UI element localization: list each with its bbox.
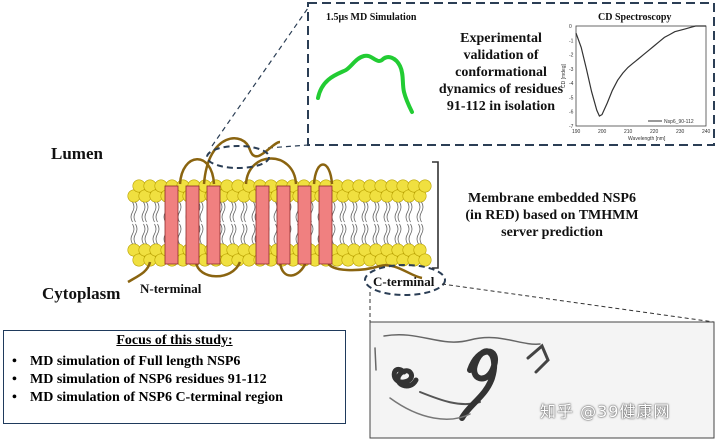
transmembrane-helix [255,185,270,265]
n-terminal-label: N-terminal [140,281,202,296]
cytoplasm-label: Cytoplasm [42,284,121,303]
lipid-head-upper [418,179,432,193]
membrane-description: Membrane embedded NSP6 (in RED) based on… [465,191,639,240]
lipid-tail [339,223,347,245]
lipid-tail [394,201,402,223]
cd-y-tick: 0 [569,24,572,30]
cd-series-line [575,25,706,117]
transmembrane-helix [206,185,221,265]
lipid-head-lower [418,253,432,267]
transmembrane-helix [185,185,200,265]
lipid-tail [350,223,358,245]
focus-item: MD simulation of Full length NSP6 [12,353,283,371]
lipid-tail [372,201,380,223]
watermark: 知乎 @39健康网 [540,402,671,421]
lipid-tail [383,223,391,245]
lumen-loop [178,137,334,185]
cd-y-tick: -5 [569,95,574,101]
transmembrane-helix [318,185,333,265]
cd-y-tick: -7 [569,124,574,130]
lipid-tail [141,201,149,223]
cd-x-tick: 200 [598,129,607,135]
transmembrane-helix [297,185,312,265]
lipid-tail [383,201,391,223]
cd-y-tick: -4 [569,81,574,87]
cd-x-tick: 220 [650,129,659,135]
cd-ylabel: CD [mdeg] [561,63,567,88]
cd-plot: 190 200 210 220 230 240 0 -1 -2 -3 -4 -5 -6 -7 Nsp6_9… [561,24,711,142]
cd-xlabel: Wavelength [nm] [628,136,666,142]
focus-list: MD simulation of Full length NSP6 MD sim… [12,353,283,407]
lumen-region-ellipse [206,145,270,169]
membrane-bracket [432,161,439,269]
cd-y-tick: -3 [569,67,574,73]
cd-plot-frame [575,25,707,127]
cd-spectroscopy-title: CD Spectroscopy [598,12,672,23]
transmembrane-helices [164,185,333,265]
lipid-tail [416,223,424,245]
experimental-validation-text: Experimental validation of conformationa… [438,31,564,114]
lumen-label: Lumen [51,144,103,163]
top-connector-left [211,7,309,147]
cd-y-tick: -2 [569,53,574,59]
lipid-tail [240,223,248,245]
md-peptide-structure [316,53,414,114]
focus-title: Focus of this study: [116,333,233,348]
lipid-tail [130,223,138,245]
lipid-tail [405,201,413,223]
focus-box: Focus of this study: MD simulation of Fu… [3,330,346,424]
cterminal-structure [374,334,550,421]
cd-y-tick: -1 [569,38,574,44]
lipid-tail [350,201,358,223]
lipid-tail [361,201,369,223]
cd-x-tick: 190 [572,129,581,135]
lipid-tail [141,223,149,245]
lipid-tail [405,223,413,245]
cterminal-region-ellipse [364,264,446,296]
lipid-tail [229,201,237,223]
lipid-tail [240,201,248,223]
cd-x-tick: 230 [676,129,685,135]
cterminal-structure-box [369,321,715,439]
lipid-tail [130,201,138,223]
transmembrane-helix [164,185,179,265]
c-terminal-label: C-terminal [373,274,435,289]
focus-item: MD simulation of NSP6 C-terminal region [12,389,283,407]
cd-x-tick: 210 [624,129,633,135]
lipid-tail [339,201,347,223]
top-connector-right [267,144,309,149]
lipid-tail [152,223,160,245]
cd-y-tick: -6 [569,110,574,116]
lipid-tail [416,201,424,223]
lipid-tail [394,223,402,245]
cd-x-tick: 240 [702,129,711,135]
lipid-tail [152,201,160,223]
transmembrane-helix [276,185,291,265]
md-simulation-title: 1.5μs MD Simulation [326,12,417,23]
lipid-tail [372,223,380,245]
lipid-tail [229,223,237,245]
cytoplasm-loop [127,261,423,284]
focus-item: MD simulation of NSP6 residues 91-112 [12,371,283,389]
bottom-connector-right [441,283,715,323]
lipid-tail [361,223,369,245]
cd-legend-label: Nsp6_90-112 [664,119,694,125]
